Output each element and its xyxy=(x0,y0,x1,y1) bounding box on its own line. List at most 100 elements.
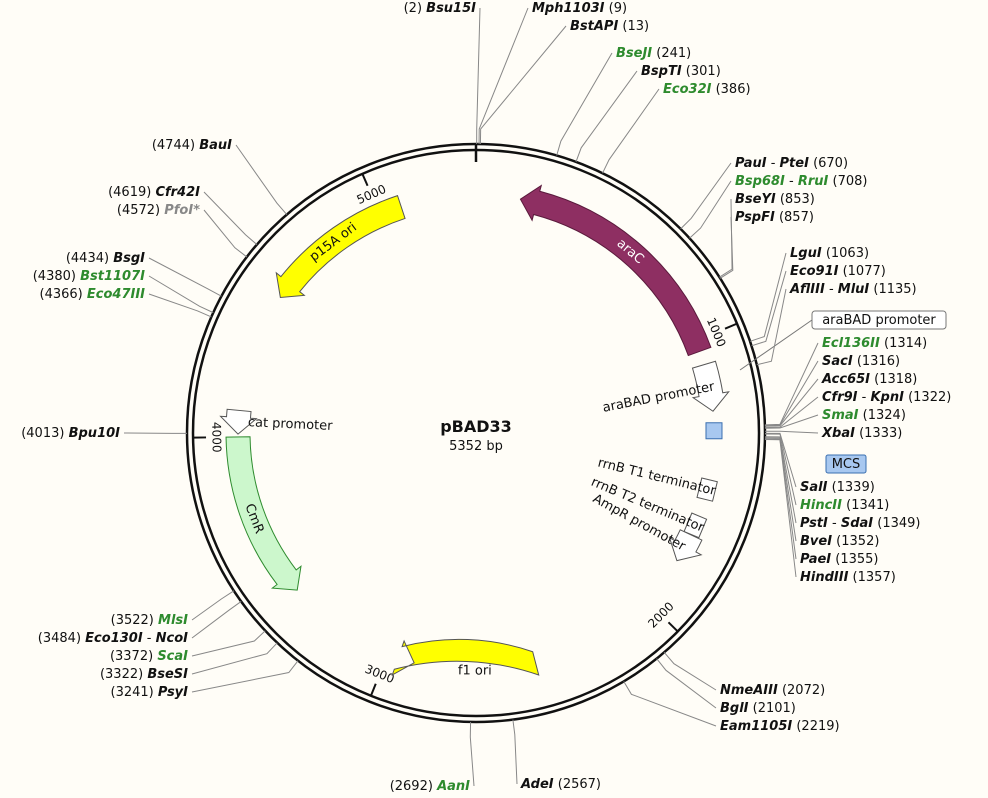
site-position: (1341) xyxy=(842,498,889,513)
site-hindiii: HindIII (1357) xyxy=(800,570,896,585)
site-leader xyxy=(203,209,248,258)
site-acc65i: Acc65I (1318) xyxy=(821,372,917,387)
site-separator: - xyxy=(828,516,841,531)
site-name: AflIII xyxy=(789,282,825,297)
site-pfoi: (4572) PfoI* xyxy=(117,203,200,218)
site-leader xyxy=(689,180,732,239)
leader-layer xyxy=(123,7,819,787)
feature-shape xyxy=(225,436,302,591)
site-afliii: AflIII - MluI (1135) xyxy=(789,282,917,297)
site-smai: SmaI (1324) xyxy=(822,408,906,423)
site-leader xyxy=(663,652,717,691)
site-name: AanI xyxy=(436,779,470,794)
site-position: (1357) xyxy=(848,570,895,585)
site-cfr9i: Cfr9I - KpnI (1322) xyxy=(822,390,951,405)
tick-mark xyxy=(724,322,738,330)
site-name: Ecl136II xyxy=(822,336,880,351)
site-position: (4619) xyxy=(108,185,155,200)
center-label: pBAD33 5352 bp xyxy=(440,417,512,454)
site-position: (4380) xyxy=(33,269,80,284)
site-mlsi: (3522) MlsI xyxy=(111,613,189,628)
site-name: BauI xyxy=(199,138,232,153)
site-bgli: BglI (2101) xyxy=(720,701,796,716)
site-bseyi: BseYI (853) xyxy=(735,192,815,207)
site-position: (4366) xyxy=(40,287,87,302)
site-bsgi: (4434) BsgI xyxy=(66,251,145,266)
site-position: (2219) xyxy=(792,719,839,734)
site-position: (708) xyxy=(828,174,867,189)
site-position: (1077) xyxy=(838,264,885,279)
site-bstapi: BstAPI (13) xyxy=(570,19,649,34)
site-label: LguI (1063) xyxy=(790,246,869,261)
site-label: XbaI (1333) xyxy=(821,426,902,441)
site-bpu10i: (4013) Bpu10I xyxy=(21,426,120,441)
backbone xyxy=(185,142,767,724)
site-name: BstAPI xyxy=(570,19,618,34)
site-leader xyxy=(764,432,797,488)
site-leader xyxy=(478,7,529,145)
site-leader xyxy=(191,601,242,639)
tick-mark xyxy=(370,683,377,697)
site-psti: PstI - SdaI (1349) xyxy=(800,516,920,531)
site-name: AdeI xyxy=(520,777,554,792)
site-lgui: LguI (1063) xyxy=(790,246,869,261)
site-label: (4013) Bpu10I xyxy=(21,426,120,441)
site-leader xyxy=(623,681,717,727)
tick-mark xyxy=(361,173,369,187)
site-name: SalI xyxy=(800,480,828,495)
site-leader xyxy=(764,430,819,434)
site-position: (9) xyxy=(605,1,628,16)
site-eco91i: Eco91I (1077) xyxy=(790,264,886,279)
mcs-label: MCS xyxy=(832,457,861,472)
site-position: (3372) xyxy=(110,649,157,664)
feature-shape xyxy=(519,184,712,357)
site-label: Eam1105I (2219) xyxy=(720,719,840,734)
site-label: HindIII (1357) xyxy=(800,570,896,585)
site-name: PaeI xyxy=(800,552,831,567)
site-position: (1318) xyxy=(870,372,917,387)
site-name: MlsI xyxy=(158,613,188,628)
site-position: (301) xyxy=(682,64,721,79)
site-name: Eam1105I xyxy=(720,719,792,734)
site-position: (241) xyxy=(652,46,691,61)
site-position: (1349) xyxy=(873,516,920,531)
site-name: LguI xyxy=(790,246,822,261)
feature-shape xyxy=(391,638,540,677)
site-position: (1322) xyxy=(904,390,951,405)
site-ecl136ii: Ecl136II (1314) xyxy=(822,336,927,351)
site-leader xyxy=(148,293,212,318)
site-name: Eco130I xyxy=(85,631,143,646)
site-position: (1316) xyxy=(853,354,900,369)
site-label: PauI - PteI (670) xyxy=(735,156,848,171)
site-leader xyxy=(680,162,732,230)
site-name: Cfr42I xyxy=(155,185,200,200)
site-xbai: XbaI (1333) xyxy=(821,426,902,441)
site-label: (3484) Eco130I - NcoI xyxy=(38,631,188,646)
site-bsu15i: (2) Bsu15I xyxy=(404,1,477,16)
site-label: BspTI (301) xyxy=(641,64,721,79)
site-leader xyxy=(235,144,288,215)
site-leader xyxy=(764,438,797,578)
site-bsesi: (3322) BseSI xyxy=(100,667,188,682)
site-position: (853) xyxy=(776,192,815,207)
site-label: PstI - SdaI (1349) xyxy=(800,516,920,531)
feature-shape xyxy=(275,195,406,299)
site-label: BglI (2101) xyxy=(720,701,796,716)
callout-leader xyxy=(739,319,813,371)
site-leader xyxy=(191,660,299,693)
site-position: (4744) xyxy=(152,138,199,153)
site-name: BseYI xyxy=(735,192,776,207)
site-name: Acc65I xyxy=(821,372,870,387)
site-label: AdeI (2567) xyxy=(520,777,601,792)
site-label: Ecl136II (1314) xyxy=(822,336,927,351)
site-name: PstI xyxy=(800,516,828,531)
site-position: (4013) xyxy=(21,426,68,441)
site-aani: (2692) AanI xyxy=(390,779,470,794)
site-nmeaiii: NmeAIII (2072) xyxy=(720,683,825,698)
site-position: (386) xyxy=(711,82,750,97)
site-name: Bst1107I xyxy=(80,269,145,284)
site-leader xyxy=(764,396,819,429)
site-leader xyxy=(656,658,717,709)
site-scai: (3372) ScaI xyxy=(110,649,188,664)
